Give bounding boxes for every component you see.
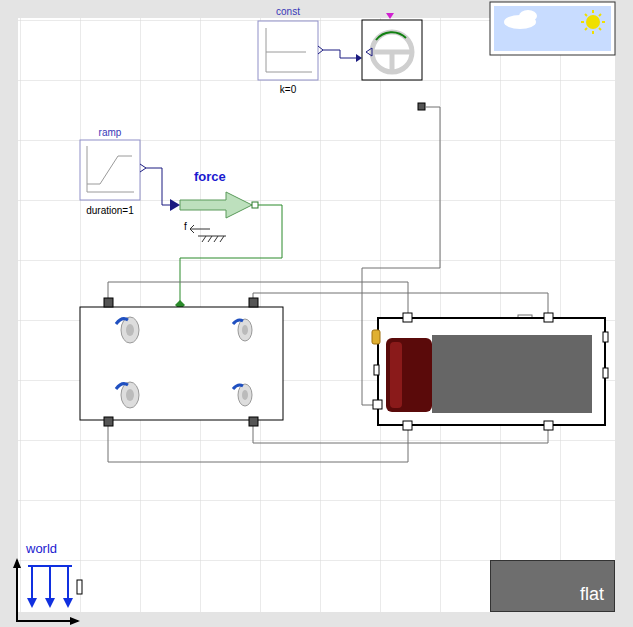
ramp-block: ramp duration=1	[74, 125, 146, 217]
force-arrow	[180, 192, 252, 218]
force-component: force f	[180, 170, 258, 244]
block-name: const	[252, 6, 324, 17]
ramp-block	[80, 140, 140, 200]
connector-line	[146, 168, 170, 205]
arrowhead	[170, 199, 180, 211]
block-name: force	[194, 170, 226, 184]
signal-wire	[323, 50, 356, 58]
brake-icons	[116, 317, 252, 408]
vehicle-box	[378, 318, 605, 425]
canvas	[18, 18, 615, 612]
port-label: f	[184, 221, 187, 232]
block-name: ramp	[74, 127, 146, 138]
block-name: flat	[580, 585, 604, 605]
const-block: const k=0	[252, 6, 324, 96]
block-name: world	[26, 542, 57, 556]
parameter: duration=1	[74, 205, 146, 216]
parameter: k=0	[252, 84, 324, 95]
world-symbol	[13, 558, 82, 625]
ground-plane: flat	[490, 560, 615, 612]
wheels-box	[80, 307, 283, 420]
frame-wire	[180, 205, 282, 304]
const-block	[258, 21, 318, 80]
grid	[18, 18, 615, 612]
steering-block	[362, 20, 422, 80]
world-component: world	[14, 540, 84, 624]
signal-connector	[146, 168, 180, 211]
